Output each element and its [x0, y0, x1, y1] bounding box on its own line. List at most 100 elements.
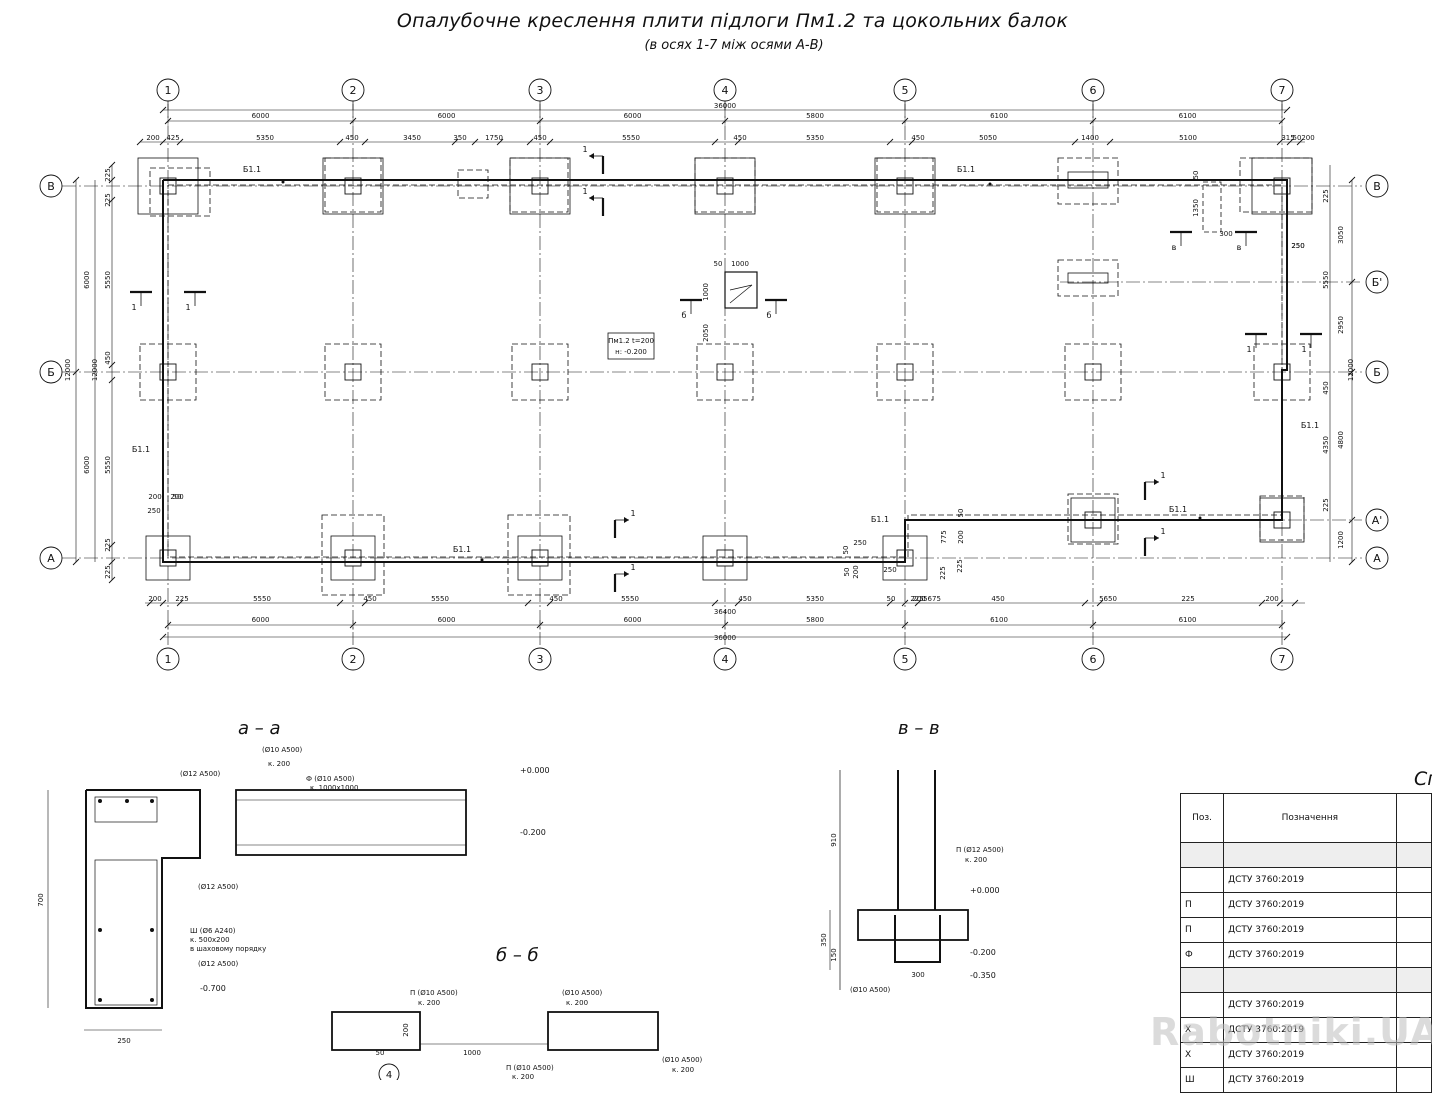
dim-left-label: 225 [104, 565, 112, 578]
column-pad-B-column [896, 363, 914, 381]
dim-tick [496, 138, 504, 146]
section-vv-note: к. 200 [965, 856, 987, 864]
dim-tick [524, 599, 532, 607]
dim-detail-top-label: 1750 [485, 134, 503, 142]
dim-spans-top-label: 6000 [624, 112, 642, 120]
section-cut-label: 1 [1246, 345, 1251, 354]
dim-misc-label: 250 [147, 507, 160, 515]
dim-misc-label: 200 [957, 530, 965, 543]
section-vv-level: -0.200 [970, 948, 996, 957]
section-cut-label: 1 [630, 509, 635, 518]
dim-tick [526, 138, 534, 146]
section-vv-slab [857, 909, 969, 941]
axis-bubble-left-V-label: В [47, 180, 55, 193]
dim-detail-bottom-label: 5550 [621, 595, 639, 603]
drawing-title: Опалубочне креслення плити підлоги Пм1.2… [396, 10, 1069, 32]
dim-detail-bottom-label: 5550 [253, 595, 271, 603]
axis-bubble-bottom-6 [1081, 647, 1105, 671]
dim-left-label: 6000 [83, 456, 91, 474]
dim-detail-bottom-label: 5550 [431, 595, 449, 603]
table-row [1179, 842, 1432, 868]
section-cut-label: 1 [1160, 527, 1165, 536]
axis-bubble-right-A [1365, 546, 1389, 570]
column-pad-inner [1067, 171, 1109, 189]
rebar-dot [125, 799, 129, 803]
dim-spans-bottom-label: 6100 [1179, 616, 1197, 624]
column-pad-outer [149, 167, 211, 217]
dim-detail-bottom-label: 50 [887, 595, 896, 603]
spec-header-row: Поз. Позначення [1179, 793, 1432, 843]
dim-detail-bottom-label: 200 [912, 595, 925, 603]
dim-tick [336, 138, 344, 146]
dim-right-label: 450 [1322, 381, 1330, 394]
axis-bubble-right-A-label: А [1373, 552, 1381, 565]
section-aa-note: (Ø10 А500) [262, 746, 303, 754]
section-cut-label: б [682, 311, 687, 320]
column-pad-B-column [1084, 363, 1102, 381]
section-cut-label: 1 [1160, 471, 1165, 480]
dim-misc-label: 775 [940, 530, 948, 543]
column-pad-B [696, 343, 754, 401]
column-pad-outer [1057, 157, 1119, 205]
section-bb-note: П (Ø10 А500) [410, 989, 458, 997]
section-vv-dim-label: 910 [830, 833, 838, 846]
column-pad-A [1070, 497, 1116, 543]
dim-tick [1286, 138, 1294, 146]
axis-bubble-right-Bp-label: Б' [1372, 276, 1383, 289]
section-bb-note: (Ø10 А500) [562, 989, 603, 997]
column-pad-outer [321, 514, 385, 596]
axis-bubble-right-B-label: Б [1373, 366, 1381, 379]
dim-tick [1348, 278, 1356, 286]
section-vv-note: (Ø10 А500) [850, 986, 891, 994]
section-aa-note: в шаховому порядку [190, 945, 266, 953]
dim-misc-label: 225 [956, 559, 964, 572]
dim-right-label: 12000 [1347, 359, 1355, 381]
dim-spans-top-label: 5800 [806, 112, 824, 120]
beam-leader-dot [1198, 516, 1202, 520]
dim-tick [711, 138, 719, 146]
dim-detail-top-label: 5550 [622, 134, 640, 142]
dim-right-label: 225 [1322, 189, 1330, 202]
dim-tick [159, 633, 167, 641]
axis-bubble-bottom-5 [893, 647, 917, 671]
section-arrow-head [1154, 535, 1159, 541]
section-bb-note: к. 200 [512, 1073, 534, 1080]
section-vv-title: в – в [898, 718, 940, 739]
dim-misc-label: 2050 [702, 324, 710, 342]
dim-detail-top-label: 350 [453, 134, 466, 142]
column-pad-A [702, 535, 748, 581]
dim-spans-bottom-label: 6000 [252, 616, 270, 624]
rebar-dot [98, 998, 102, 1002]
section-arrow-head [624, 517, 629, 523]
dim-tick [1348, 558, 1356, 566]
section-vv-level: -0.350 [970, 971, 996, 980]
column-pad-B-column [1273, 363, 1291, 381]
table-row: ДСТУ 3760:2019 [1179, 867, 1432, 893]
section-cut-label: 1 [185, 303, 190, 312]
dim-tick [1296, 138, 1304, 146]
dim-misc-label: 200 [148, 493, 161, 501]
dim-misc-label: 50 [1192, 171, 1200, 180]
dim-detail-bottom-label: 450 [549, 595, 562, 603]
column-pad-A [882, 535, 928, 581]
beam-leader-dot [281, 180, 285, 184]
spec-header-designation: Позначення [1223, 793, 1397, 843]
column-pad-B-column [716, 363, 734, 381]
dim-tick [914, 599, 922, 607]
section-cut-label: 1 [582, 187, 587, 196]
dim-detail-top-label: 5350 [806, 134, 824, 142]
axis-bubble-left-B [39, 360, 63, 384]
axis-bubble-left-A-label: А [47, 552, 55, 565]
dim-misc-label: 250 [1291, 242, 1304, 250]
dim-misc-label: 50 [842, 546, 850, 555]
section-aa-note: (Ø12 А500) [198, 883, 239, 891]
beam-label: Б1.1 [957, 165, 975, 174]
column-pad-outer [509, 157, 569, 213]
section-bb-dim-label: 1000 [463, 1049, 481, 1057]
section-bb-note: к. 200 [418, 999, 440, 1007]
column-pad-outer [694, 157, 756, 213]
column-pad-A-column [716, 549, 734, 567]
section-arrow-head [589, 153, 594, 159]
